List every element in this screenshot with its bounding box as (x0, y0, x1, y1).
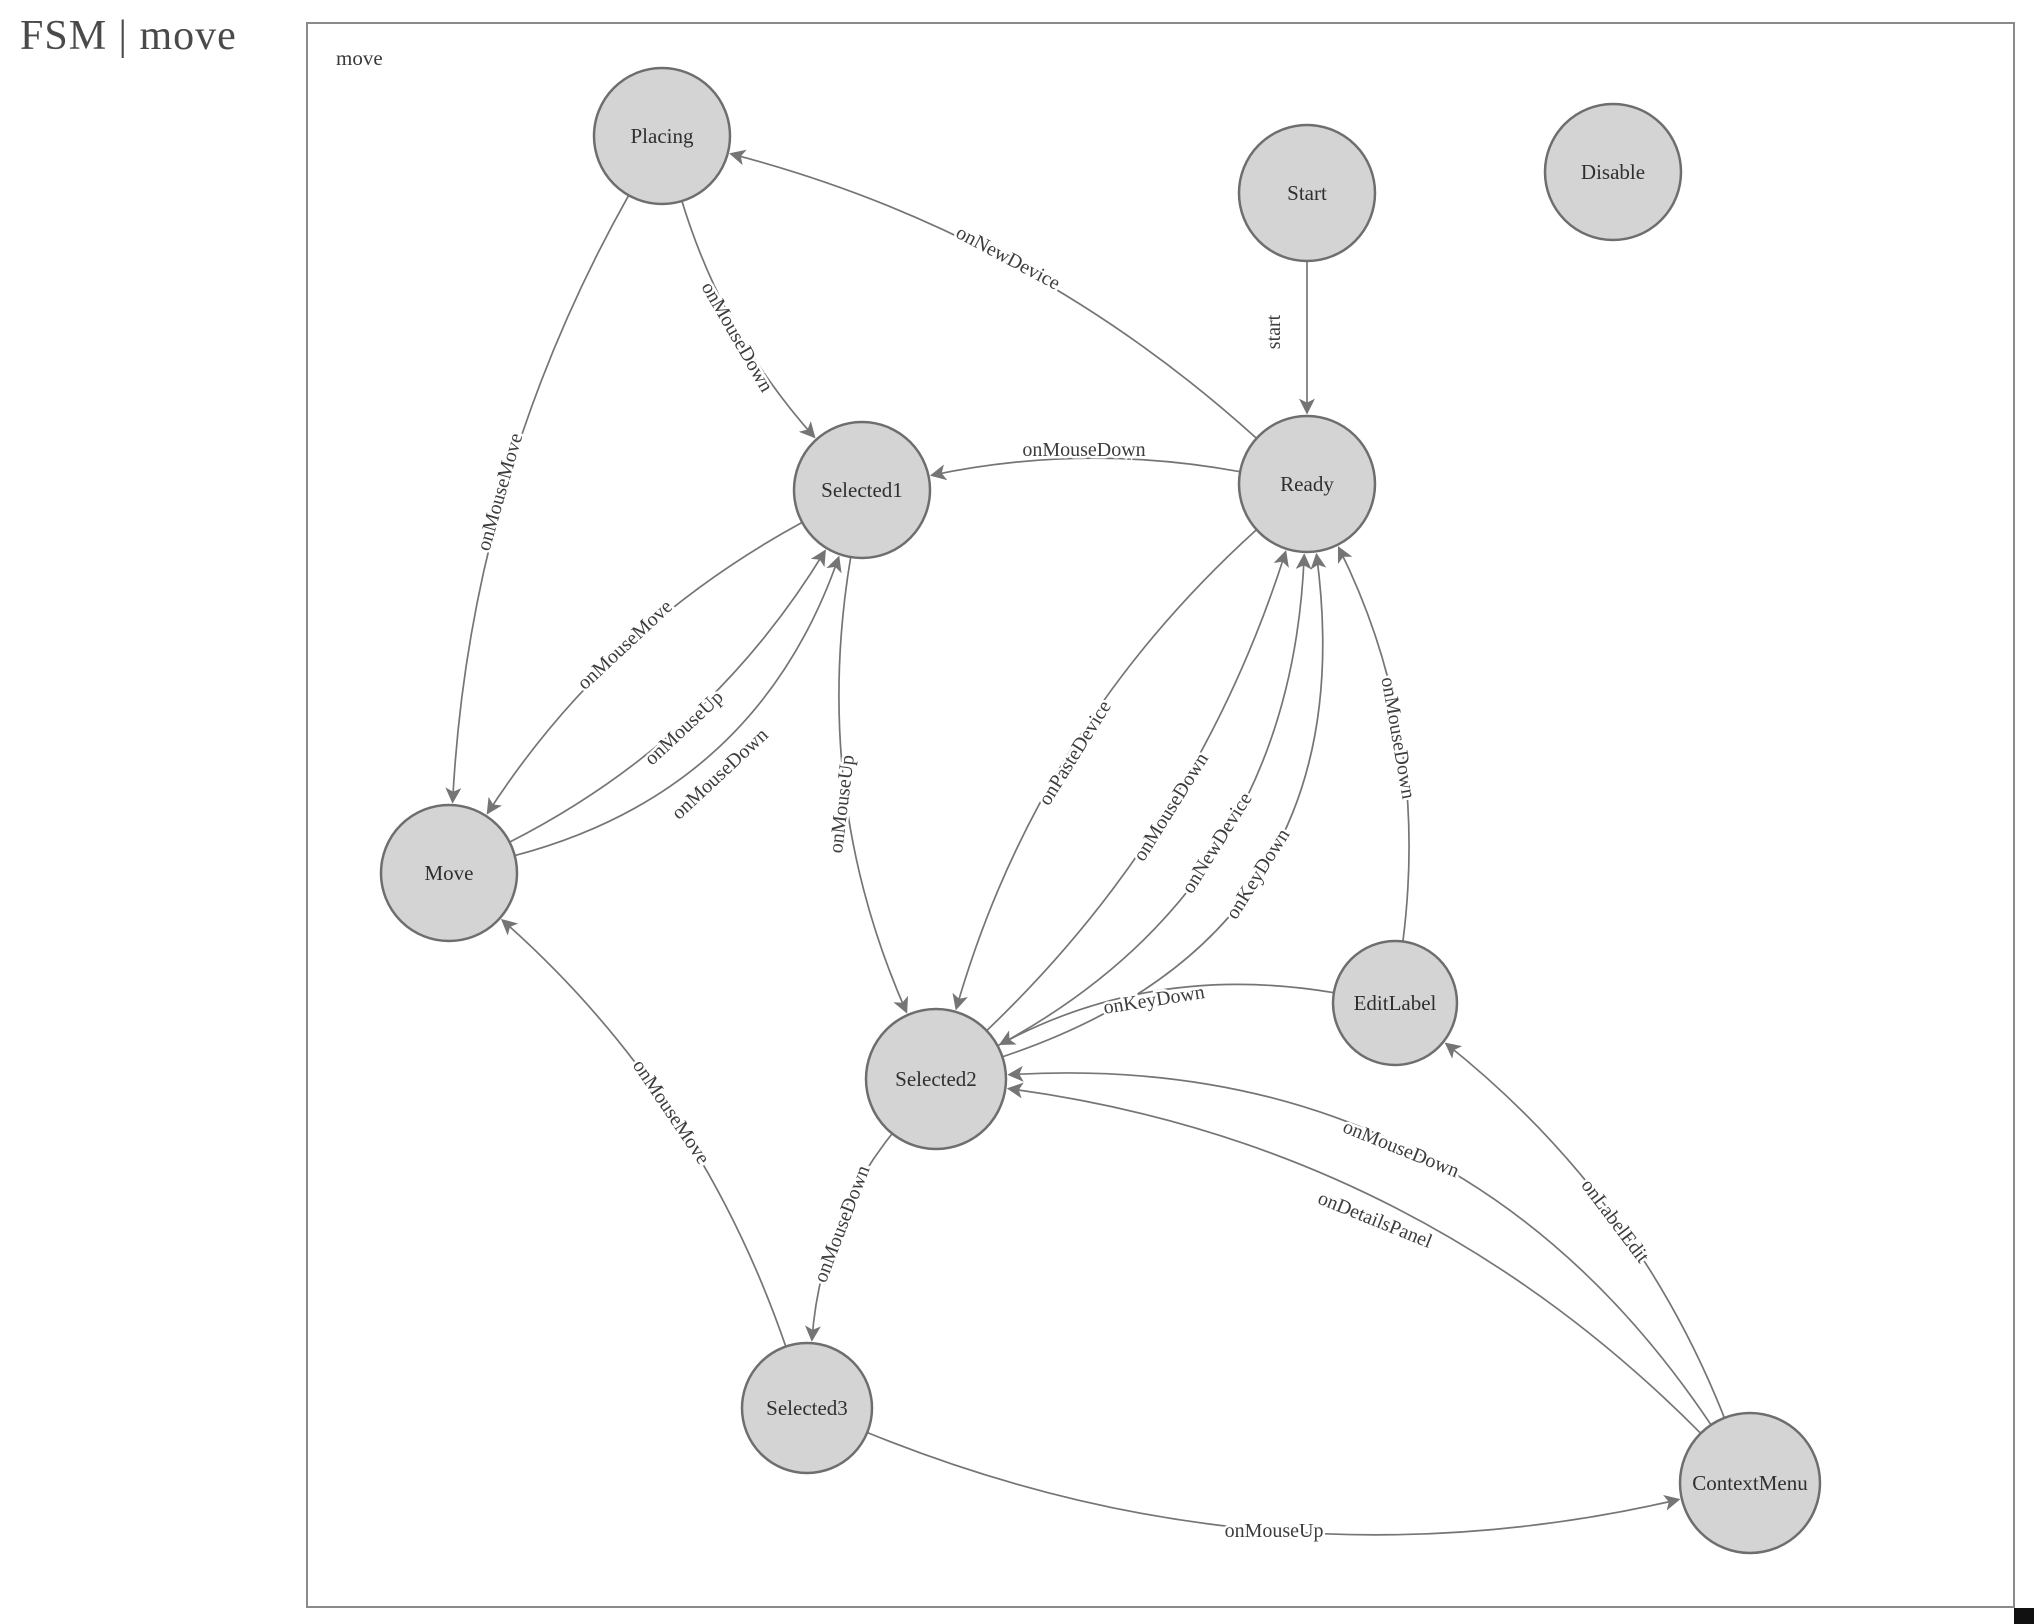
transition-Selected2-Ready-onMouseDown[interactable] (986, 550, 1289, 1032)
transition-Selected2-Selected3-onMouseDown[interactable] (804, 1133, 893, 1342)
transition-Selected3-ContextMenu-onMouseUp[interactable] (866, 1431, 1681, 1536)
state-circle[interactable] (792, 420, 932, 560)
page-title: FSM | move (20, 13, 237, 59)
transition-Selected2-Ready-onKeyDown[interactable] (1002, 552, 1327, 1058)
state-label: Selected1 (821, 478, 903, 502)
state-circle[interactable] (864, 1007, 1008, 1151)
state-label: Selected2 (895, 1067, 977, 1091)
transition-label: start (1263, 314, 1285, 349)
transition-Selected3-Move-onMouseMove[interactable] (501, 918, 787, 1347)
transition-label: onKeyDown (1222, 825, 1295, 923)
frame-label: move (336, 46, 383, 70)
transition-label: onMouseDown (697, 278, 778, 396)
state-node-selected1[interactable]: Selected1 (792, 420, 932, 560)
state-circle[interactable] (1331, 939, 1459, 1067)
state-node-editlabel[interactable]: EditLabel (1331, 939, 1459, 1067)
state-circle[interactable] (1237, 414, 1377, 554)
transition-label: onPasteDevice (1034, 697, 1116, 810)
transition-label: onMouseDown (810, 1162, 875, 1285)
transition-label: onMouseDown (1022, 439, 1145, 461)
transition-label: onMouseMove (573, 596, 677, 695)
transition-Selected1-Selected2-onMouseUp[interactable] (838, 556, 908, 1014)
state-node-placing[interactable]: Placing (592, 66, 732, 206)
state-circle[interactable] (1678, 1411, 1822, 1555)
transition-label: onMouseDown (1376, 675, 1419, 800)
resize-handle[interactable] (2014, 1608, 2034, 1624)
transition-Ready-Selected1-onMouseDown[interactable] (929, 457, 1241, 481)
transition-ContextMenu-EditLabel-onLabelEdit[interactable] (1444, 1042, 1726, 1419)
state-node-selected2[interactable]: Selected2 (864, 1007, 1008, 1151)
state-circle[interactable] (1237, 123, 1377, 263)
state-label: Selected3 (766, 1396, 848, 1420)
state-label: Disable (1581, 160, 1645, 184)
transition-label: onMouseMove (473, 431, 528, 554)
transition-label: onNewDevice (952, 221, 1063, 294)
state-label: ContextMenu (1692, 1471, 1808, 1495)
state-circle[interactable] (1543, 102, 1683, 242)
state-label: EditLabel (1354, 991, 1437, 1015)
state-node-ready[interactable]: Ready (1237, 414, 1377, 554)
transition-Placing-Selected1-onMouseDown[interactable] (681, 200, 816, 439)
transition-label: onMouseDown (1340, 1116, 1463, 1183)
transition-label: onKeyDown (1102, 981, 1206, 1019)
state-label: Ready (1280, 472, 1334, 496)
transition-EditLabel-Ready-onMouseDown[interactable] (1337, 546, 1410, 942)
fsm-frame: move (306, 22, 2015, 1608)
transition-label: onMouseMove (628, 1056, 714, 1169)
transition-Placing-Move-onMouseMove[interactable] (445, 194, 630, 804)
state-label: Placing (631, 124, 694, 148)
state-node-contextmenu[interactable]: ContextMenu (1678, 1411, 1822, 1555)
state-circle[interactable] (379, 803, 519, 943)
transition-ContextMenu-Selected2-onMouseDown[interactable] (1007, 1065, 1712, 1426)
transition-label: onMouseUp (1225, 1520, 1324, 1542)
transition-ContextMenu-Selected2-onDetailsPanel[interactable] (1006, 1082, 1702, 1434)
state-node-start[interactable]: Start (1237, 123, 1377, 263)
transition-Ready-Placing-onNewDevice[interactable] (729, 149, 1258, 440)
state-circle[interactable] (592, 66, 732, 206)
transition-Move-Selected1-onMouseUp[interactable] (509, 549, 826, 843)
transition-label: onMouseUp (825, 754, 859, 855)
state-node-selected3[interactable]: Selected3 (740, 1341, 874, 1475)
transition-Move-Selected1-onMouseDown[interactable] (514, 555, 842, 857)
transition-label: onLabelEdit (1576, 1175, 1653, 1268)
state-label: Move (425, 861, 474, 885)
transition-EditLabel-Selected2-onKeyDown[interactable] (998, 983, 1335, 1046)
state-node-disable[interactable]: Disable (1543, 102, 1683, 242)
state-circle[interactable] (740, 1341, 874, 1475)
transition-Ready-Selected2-onPasteDevice[interactable] (952, 528, 1258, 1011)
state-label: Start (1287, 181, 1327, 205)
transition-Selected2-Ready-onNewDevice[interactable] (997, 553, 1312, 1047)
transition-label: onMouseUp (640, 686, 727, 770)
state-node-move[interactable]: Move (379, 803, 519, 943)
transition-Selected1-Move-onMouseMove[interactable] (486, 521, 803, 815)
